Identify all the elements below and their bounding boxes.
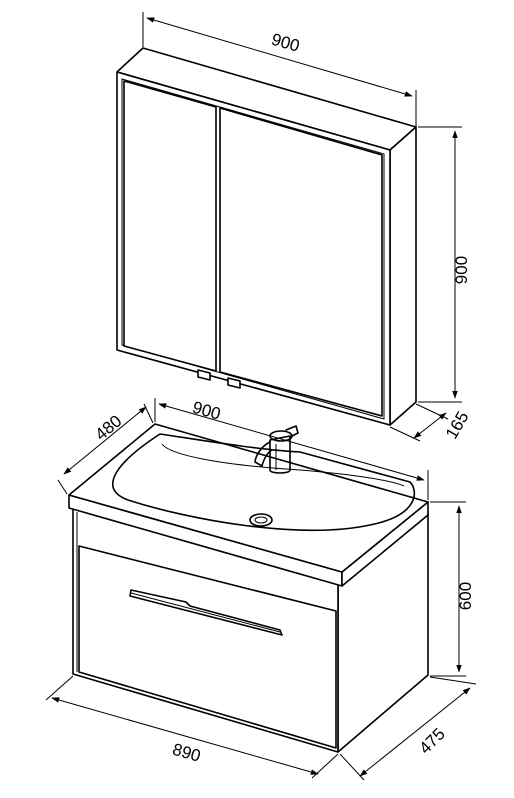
mirror-door-handle-right [227,377,241,389]
mirror-door-handle-left [197,369,211,381]
mirror-width-label: 900 [269,30,302,56]
mirror-cabinet-side [389,126,417,426]
mirror-depth-label: 165 [442,408,473,442]
vanity-height-label: 600 [456,582,475,610]
mirror-door-right [219,107,383,417]
vanity-unit [68,423,429,753]
drain [249,513,273,527]
vanity-height-dimension: 600 [430,501,475,677]
cabinet-width-label: 890 [170,740,203,766]
drawer-handle [129,589,283,636]
cabinet-width-dimension: 890 [45,675,339,779]
mirror-height-label: 900 [452,256,471,284]
cabinet-depth-label: 475 [415,724,448,757]
basin-depth-label: 480 [91,411,125,444]
mirror-cabinet [116,47,417,426]
mirror-height-dimension: 900 [418,126,471,403]
mirror-door-left [123,80,217,372]
basin-width-label: 900 [190,398,223,424]
